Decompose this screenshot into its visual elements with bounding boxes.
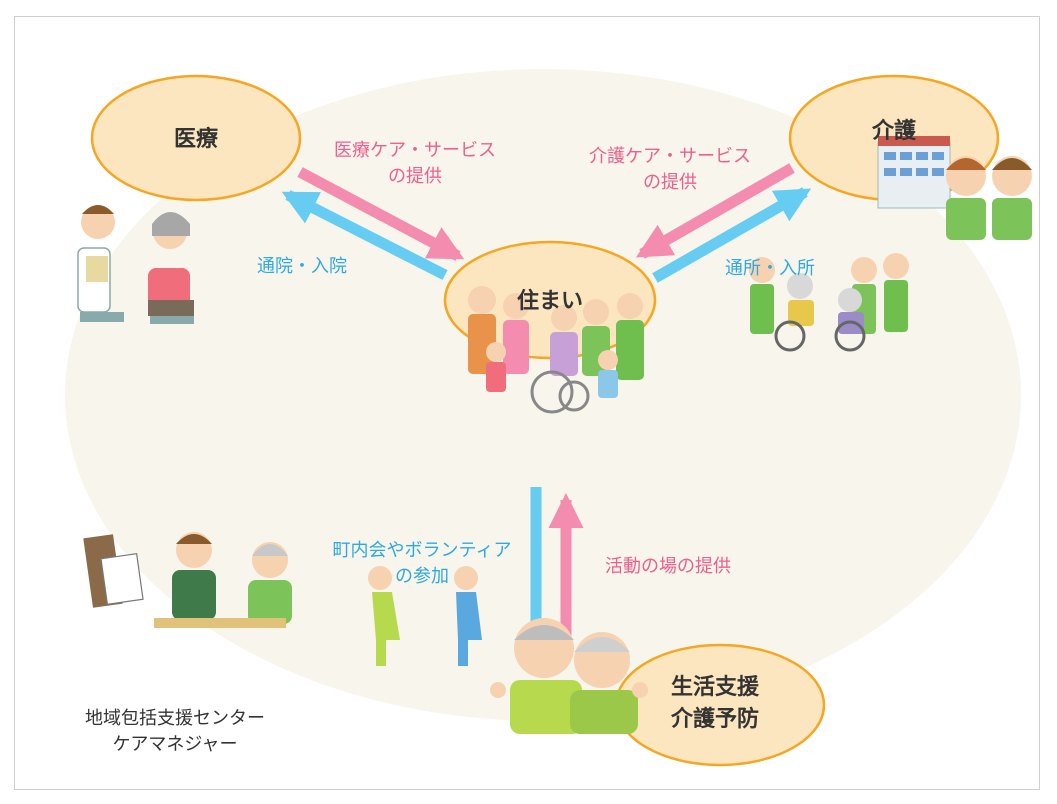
wheelchair-daycare-illustration xyxy=(749,253,909,352)
support-center-label: 地域包括支援センター ケアマネジャー xyxy=(85,708,265,756)
arrow-medical-care xyxy=(297,167,465,261)
medical-care-label: 医療ケア・サービス の提供 xyxy=(334,140,496,188)
family-illustration xyxy=(468,286,644,414)
doctor-patient-illustration xyxy=(77,205,194,324)
arrow-nursing-care xyxy=(635,163,795,259)
hospital-visit-label: 通院・入院 xyxy=(257,256,347,277)
node-iryo xyxy=(90,74,302,202)
node-kaigo-label: 介護 xyxy=(871,119,916,144)
elderly-couple-illustration xyxy=(490,618,648,734)
exercise-illustration xyxy=(368,566,482,666)
nursing-care-label: 介護ケア・サービス の提供 xyxy=(589,146,751,194)
daycare-label: 通所・入所 xyxy=(725,258,815,279)
activity-place-label: 活動の場の提供 xyxy=(605,556,731,577)
community-area xyxy=(65,69,1021,721)
node-iryo-label: 医療 xyxy=(173,127,218,152)
diagram-frame xyxy=(14,16,1040,790)
arrow-daycare xyxy=(652,187,812,283)
care-facility-illustration xyxy=(877,136,1032,240)
volunteer-label: 町内会やボランティア の参加 xyxy=(332,540,512,588)
node-sumai-label: 住まい xyxy=(516,289,583,314)
node-seikatsu-label: 生活支援 介護予防 xyxy=(670,675,759,732)
care-manager-illustration xyxy=(83,532,292,628)
arrow-hospital-visit xyxy=(281,190,448,280)
